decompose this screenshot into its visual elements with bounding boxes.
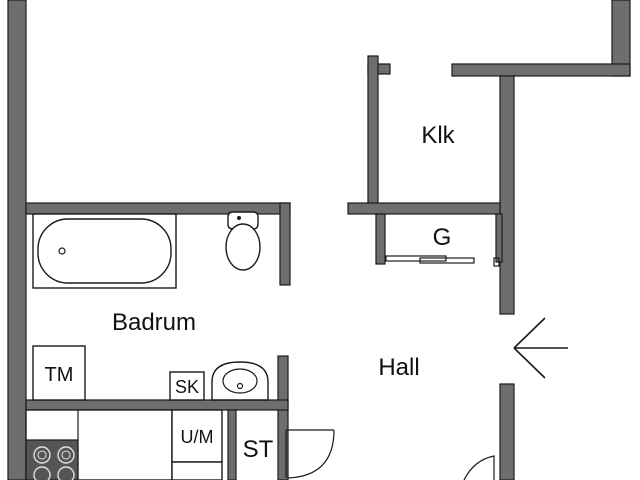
klk-left-wall: [367, 55, 379, 207]
stove-icon: [25, 439, 79, 480]
right-outer-wall-lower: [499, 383, 515, 480]
room-label-st: ST: [243, 436, 274, 463]
closet-sliding-doors: [385, 255, 500, 267]
arrow-left-icon: [513, 317, 568, 379]
entrance-door-icon: [463, 455, 495, 480]
cabinet-box: SK: [169, 371, 205, 401]
um-label: U/M: [181, 427, 214, 447]
washing-machine-box: TM: [32, 345, 86, 401]
klk-bottom-wall: [347, 202, 501, 215]
closet-left-wall: [375, 213, 386, 265]
bath-right-wall-lower: [277, 355, 289, 480]
sk-label: SK: [175, 377, 199, 397]
walls: [7, 0, 631, 480]
closet-right-wall: [495, 213, 503, 263]
bath-right-wall-upper: [279, 202, 291, 286]
st-left-wall: [227, 409, 237, 480]
room-label-klk: Klk: [421, 122, 455, 149]
room-label-g: G: [433, 224, 452, 251]
tm-label: TM: [45, 364, 74, 386]
room-label-badrum: Badrum: [112, 309, 196, 336]
toilet-icon: [225, 211, 261, 271]
sink-icon: [211, 361, 269, 401]
door-swing-icon: [285, 429, 335, 479]
klk-top-wall-right: [451, 63, 631, 77]
outer-left-wall: [7, 0, 27, 480]
room-label-hall: Hall: [378, 354, 419, 381]
right-outer-wall-upper: [499, 75, 515, 315]
bathtub-icon: [32, 213, 177, 289]
bath-bottom-wall: [25, 399, 289, 411]
